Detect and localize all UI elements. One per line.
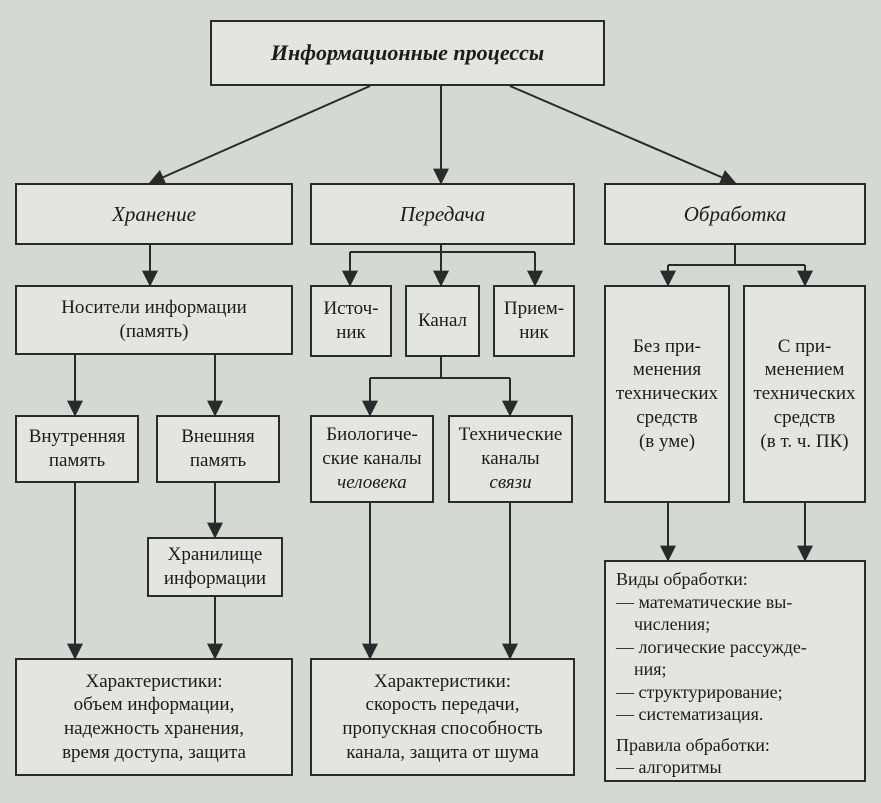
source-line-2: ник bbox=[336, 322, 366, 343]
category-storage-label: Хранение bbox=[112, 201, 196, 226]
processing-kinds-title: Виды обработки: bbox=[616, 569, 748, 589]
category-processing: Обработка bbox=[604, 183, 866, 245]
transfer-characteristics-line-2: скорость передачи, bbox=[365, 694, 520, 716]
receiver-line-2: ник bbox=[519, 322, 549, 343]
transfer-characteristics-line-1: Характеристики: bbox=[373, 670, 512, 692]
processing-kind-line-3: — логические рассужде- bbox=[616, 636, 807, 657]
category-storage: Хранение bbox=[15, 183, 293, 245]
processing-kind-line-1: — математические вы- bbox=[616, 591, 793, 612]
storage-media-box: Носители информации (память) bbox=[15, 285, 293, 355]
storage-characteristics-line-2: объем информации, bbox=[73, 694, 235, 716]
internal-memory-box: Внутренняя память bbox=[15, 415, 139, 483]
internal-memory-line-2: память bbox=[48, 450, 106, 471]
processing-rule-line-1: — алгоритмы bbox=[616, 757, 722, 777]
transfer-characteristics-line-4: канала, защита от шума bbox=[346, 741, 539, 763]
repository-box: Хранилище информации bbox=[147, 537, 283, 597]
with-tech-line-1: С при- bbox=[777, 335, 832, 357]
external-memory-box: Внешняя память bbox=[156, 415, 280, 483]
with-tech-line-3: технических bbox=[753, 383, 856, 405]
processing-rules-title: Правила обработки: bbox=[616, 734, 770, 755]
transfer-characteristics-line-3: пропускная способность bbox=[342, 718, 543, 739]
storage-characteristics-line-3: надежность хранения, bbox=[64, 718, 244, 739]
without-tech-box: Без при- менения технических средств (в … bbox=[604, 285, 730, 503]
bio-channels-line-1: Биологиче- bbox=[326, 424, 418, 446]
processing-kind-line-4: ния; bbox=[634, 659, 667, 679]
internal-memory-line-1: Внутренняя bbox=[28, 426, 126, 448]
tech-channels-line-3: связи bbox=[489, 471, 532, 493]
transfer-characteristics-box: Характеристики: скорость передачи, пропу… bbox=[310, 658, 575, 776]
without-tech-line-4: средств bbox=[636, 406, 698, 428]
with-tech-line-4: средств bbox=[773, 406, 836, 428]
storage-characteristics-line-4: время доступа, защита bbox=[62, 741, 246, 763]
bio-channels-line-3: человека bbox=[337, 471, 407, 493]
with-tech-line-5: (в т. ч. ПК) bbox=[760, 430, 849, 452]
category-transfer: Передача bbox=[310, 183, 575, 245]
tech-channels-line-1: Технические bbox=[458, 424, 563, 446]
tech-channels-line-2: каналы bbox=[481, 448, 540, 470]
channel-label: Канал bbox=[417, 310, 468, 332]
without-tech-line-3: технических bbox=[615, 383, 719, 405]
repository-line-2: информации bbox=[163, 568, 267, 589]
receiver-line-1: Прием- bbox=[503, 298, 565, 320]
repository-line-1: Хранилище bbox=[167, 544, 263, 566]
storage-media-line-1: Носители информации bbox=[61, 297, 247, 319]
arrow-title-processing bbox=[509, 85, 737, 185]
processing-kind-line-6: — систематизация. bbox=[616, 704, 764, 724]
arrow-title-storage bbox=[148, 85, 371, 185]
without-tech-line-5: (в уме) bbox=[638, 430, 696, 452]
without-tech-line-1: Без при- bbox=[633, 335, 701, 357]
source-line-1: Источ- bbox=[323, 298, 379, 320]
storage-media-line-2: (память) bbox=[119, 321, 189, 342]
category-processing-label: Обработка bbox=[683, 201, 787, 226]
category-transfer-label: Передача bbox=[399, 201, 486, 226]
external-memory-line-2: память bbox=[189, 450, 247, 471]
title-text: Информационные процессы bbox=[270, 40, 545, 66]
processing-kind-line-2: числения; bbox=[634, 614, 711, 634]
title-box: Информационные процессы bbox=[210, 20, 605, 86]
bio-channels-line-2: ские каналы bbox=[322, 448, 422, 470]
storage-characteristics-line-1: Характеристики: bbox=[85, 670, 223, 692]
receiver-box: Прием- ник bbox=[493, 285, 575, 357]
channel-box: Канал bbox=[405, 285, 480, 357]
storage-characteristics-box: Характеристики: объем информации, надежн… bbox=[15, 658, 293, 776]
processing-kind-line-5: — структурирование; bbox=[616, 681, 783, 702]
with-tech-line-2: менением bbox=[764, 359, 845, 381]
without-tech-line-2: менения bbox=[632, 359, 702, 381]
bio-channels-box: Биологиче- ские каналы человека bbox=[310, 415, 434, 503]
processing-kinds-box: Виды обработки: — математические вы- чис… bbox=[604, 560, 866, 782]
with-tech-box: С при- менением технических средств (в т… bbox=[743, 285, 866, 503]
external-memory-line-1: Внешняя bbox=[181, 426, 255, 448]
source-box: Источ- ник bbox=[310, 285, 392, 357]
tech-channels-box: Технические каналы связи bbox=[448, 415, 573, 503]
